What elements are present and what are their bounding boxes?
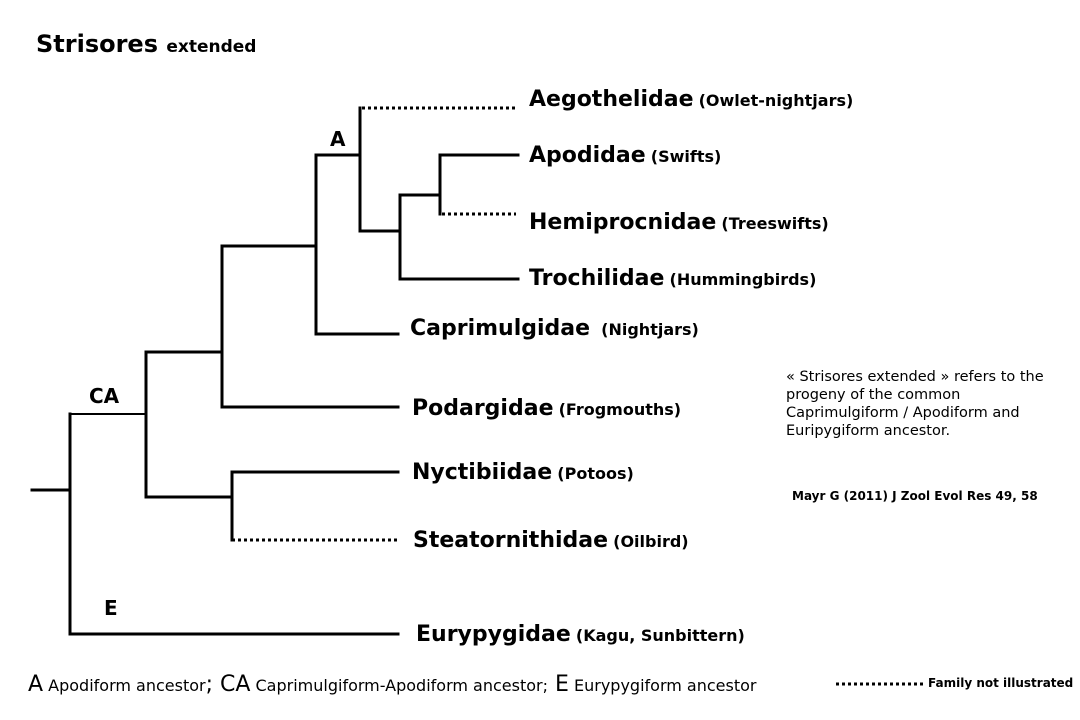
family-name: Hemiprocnidae — [529, 210, 717, 235]
legend-e-text: Eurypygiform ancestor — [568, 676, 757, 695]
common-name: (Hummingbirds) — [669, 270, 817, 289]
taxon-trochilidae: Trochilidae (Hummingbirds) — [529, 268, 816, 290]
taxon-steatornithidae: Steatornithidae (Oilbird) — [413, 530, 689, 552]
taxon-nyctibiidae: Nyctibiidae (Potoos) — [412, 462, 634, 484]
title-main: Strisores — [36, 30, 158, 58]
taxon-podargidae: Podargidae (Frogmouths) — [412, 398, 681, 420]
legend-a-text: Apodiform ancestor — [43, 676, 206, 695]
legend-a-letter: A — [28, 672, 44, 697]
common-name: (Kagu, Sunbittern) — [575, 626, 745, 645]
legend-e-letter: E — [548, 672, 569, 697]
diagram-title: Strisores extended — [36, 30, 256, 58]
title-sub: extended — [166, 37, 257, 57]
taxon-apodidae: Apodidae (Swifts) — [529, 145, 721, 167]
taxon-aegothelidae: Aegothelidae (Owlet-nightjars) — [529, 89, 853, 111]
node-legend: A Apodiform ancestor; CA Caprimulgiform-… — [28, 672, 756, 697]
common-name: (Oilbird) — [613, 532, 689, 551]
legend-ca-letter: CA — [213, 672, 251, 697]
family-name: Eurypygidae — [416, 622, 571, 647]
family-name: Nyctibiidae — [412, 460, 553, 485]
common-name: (Swifts) — [650, 147, 722, 166]
citation: Mayr G (2011) J Zool Evol Res 49, 58 — [792, 489, 1038, 503]
family-name: Steatornithidae — [413, 528, 609, 553]
taxon-eurypygidae: Eurypygidae (Kagu, Sunbittern) — [416, 624, 745, 646]
family-name: Aegothelidae — [529, 87, 694, 112]
family-name: Trochilidae — [529, 266, 665, 291]
common-name: (Frogmouths) — [558, 400, 682, 419]
node-label-e: E — [104, 596, 118, 620]
legend-ca-text: Caprimulgiform-Apodiform ancestor; — [250, 676, 549, 695]
taxon-hemiprocnidae: Hemiprocnidae (Treeswifts) — [529, 212, 829, 234]
common-name: (Owlet-nightjars) — [698, 91, 854, 110]
common-name: (Nightjars) — [601, 320, 699, 339]
legend-sep: ; — [205, 672, 214, 697]
node-label-ca: CA — [89, 384, 120, 408]
taxon-caprimulgidae: Caprimulgidae (Nightjars) — [410, 318, 699, 340]
definition-note: « Strisores extended » refers to the pro… — [786, 369, 1044, 440]
common-name: (Treeswifts) — [721, 214, 829, 233]
common-name: (Potoos) — [557, 464, 634, 483]
legend-dotted-label: Family not illustrated — [928, 676, 1074, 690]
family-name: Apodidae — [529, 143, 646, 168]
family-name: Podargidae — [412, 396, 554, 421]
family-name: Caprimulgidae — [410, 316, 591, 341]
node-label-a: A — [330, 127, 346, 151]
